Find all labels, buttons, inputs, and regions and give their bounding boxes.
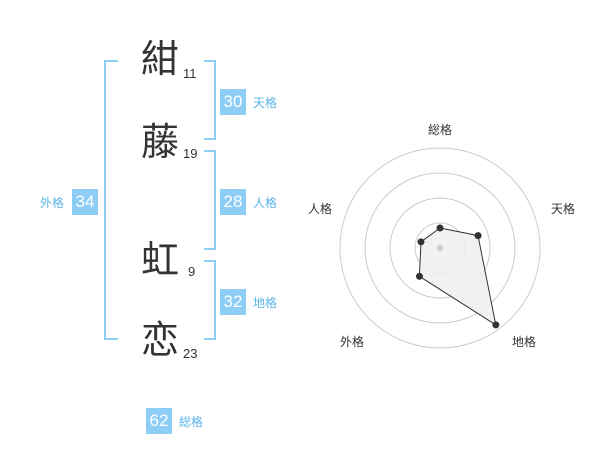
gaikaku-bracket xyxy=(104,60,118,340)
radar-ring-3 xyxy=(364,172,516,324)
soukaku-label: 総格 xyxy=(179,415,204,429)
tenkaku-badge: 30 xyxy=(220,89,246,115)
radar-point-2 xyxy=(492,321,500,329)
chikaku-badge: 32 xyxy=(220,289,246,315)
gaikaku-badge: 34 xyxy=(72,189,98,215)
radar-point-4 xyxy=(417,238,425,246)
radar-point-1 xyxy=(474,232,482,240)
stroke-count-2: 19 xyxy=(183,146,198,161)
radar-ring-2 xyxy=(389,197,491,299)
jinkaku-bracket xyxy=(204,150,216,250)
kanji-3: 虹 xyxy=(141,238,180,282)
gaikaku-label: 外格 xyxy=(40,196,65,210)
kanji-1: 紺 xyxy=(141,37,180,81)
radar-polygon xyxy=(418,227,497,326)
radar-axis-label-jinkaku: 人格 xyxy=(308,201,332,216)
chikaku-bracket xyxy=(204,260,216,340)
soukaku-badge: 62 xyxy=(146,408,172,434)
radar-point-0 xyxy=(436,224,444,232)
radar-axis-label-gaikaku: 外格 xyxy=(340,334,364,349)
stroke-count-3: 9 xyxy=(188,264,196,279)
radar-point-3 xyxy=(415,272,423,280)
radar-ring-4 xyxy=(339,147,541,349)
kanji-2: 藤 xyxy=(141,120,180,164)
radar-axis-label-soukaku: 総格 xyxy=(428,122,452,137)
jinkaku-label: 人格 xyxy=(253,196,278,210)
stroke-count-1: 11 xyxy=(183,66,197,81)
radar-center xyxy=(437,245,443,251)
radar-rings xyxy=(339,147,541,349)
radar-points xyxy=(415,224,500,329)
jinkaku-badge: 28 xyxy=(220,189,246,215)
chikaku-label: 地格 xyxy=(253,296,278,310)
tenkaku-bracket xyxy=(204,60,216,140)
radar-axis-label-tenkaku: 天格 xyxy=(551,201,575,216)
kanji-4: 恋 xyxy=(141,318,180,362)
stroke-count-4: 23 xyxy=(183,346,198,361)
tenkaku-label: 天格 xyxy=(253,96,278,110)
radar-axis-label-chikaku: 地格 xyxy=(512,334,536,349)
